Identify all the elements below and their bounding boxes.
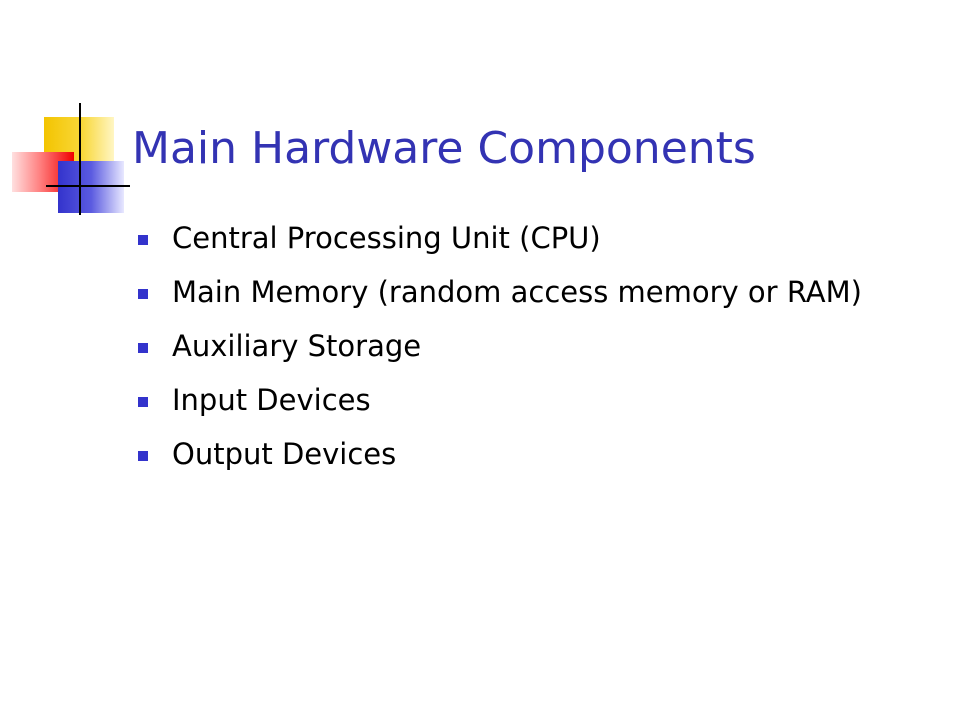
blue-square: [58, 161, 124, 213]
square-bullet-icon: [138, 397, 148, 407]
bullet-item: Main Memory (random access memory or RAM…: [138, 272, 918, 312]
colored-squares-crosshair-icon: [0, 0, 160, 230]
bullet-text: Main Memory (random access memory or RAM…: [172, 275, 862, 309]
bullet-text: Central Processing Unit (CPU): [172, 221, 601, 255]
bullet-item: Input Devices: [138, 380, 918, 420]
bullet-list: Central Processing Unit (CPU) Main Memor…: [138, 218, 918, 488]
square-bullet-icon: [138, 289, 148, 299]
square-bullet-icon: [138, 235, 148, 245]
bullet-text: Auxiliary Storage: [172, 329, 422, 363]
bullet-item: Output Devices: [138, 434, 918, 474]
bullet-text: Input Devices: [172, 383, 371, 417]
horizontal-line: [46, 185, 130, 187]
square-bullet-icon: [138, 343, 148, 353]
bullet-item: Central Processing Unit (CPU): [138, 218, 918, 258]
vertical-line: [79, 103, 81, 215]
slide-title: Main Hardware Components: [132, 123, 756, 174]
square-bullet-icon: [138, 451, 148, 461]
bullet-text: Output Devices: [172, 437, 397, 471]
bullet-item: Auxiliary Storage: [138, 326, 918, 366]
